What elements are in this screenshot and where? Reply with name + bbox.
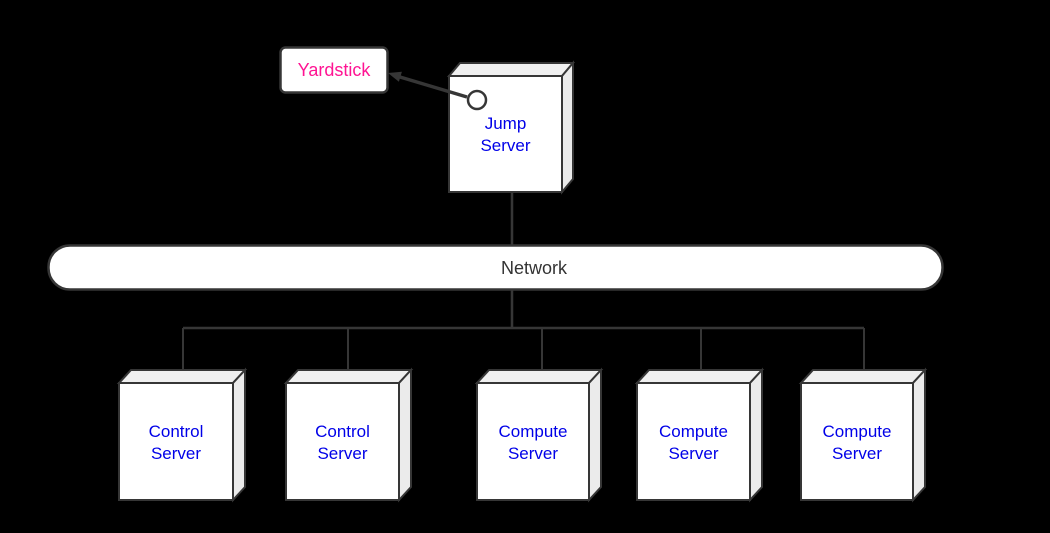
control-server-1-node [116, 367, 248, 503]
control-server-1-top-face [116, 369, 248, 384]
jump-server-node [446, 60, 576, 195]
jump-server-top-face [446, 62, 576, 77]
compute-server-3-top-face [798, 369, 928, 384]
control-server-1-front-face [118, 382, 234, 501]
control-server-2-right-face [398, 367, 412, 503]
control-server-1-right-face [232, 367, 246, 503]
compute-server-2-front-face [636, 382, 751, 501]
control-server-2-top-face [283, 369, 414, 384]
compute-server-2-node [634, 367, 765, 503]
control-server-2-node [283, 367, 414, 503]
compute-server-3-node [798, 367, 928, 503]
compute-server-2-right-face [749, 367, 763, 503]
yardstick-arrow-line [399, 75, 468, 99]
compute-server-1-node [474, 367, 604, 503]
compute-server-3-front-face [800, 382, 914, 501]
jump-server-front-face [448, 75, 563, 193]
compute-server-1-right-face [588, 367, 602, 503]
compute-server-2-top-face [634, 369, 765, 384]
compute-server-1-front-face [476, 382, 590, 501]
compute-server-3-right-face [912, 367, 926, 503]
compute-server-1-top-face [474, 369, 604, 384]
jump-server-right-face [561, 60, 574, 195]
port-circle-icon [466, 89, 488, 111]
control-server-2-front-face [285, 382, 400, 501]
network-bar [47, 244, 944, 291]
arrowhead-icon [388, 71, 402, 82]
yardstick-box [279, 46, 389, 94]
